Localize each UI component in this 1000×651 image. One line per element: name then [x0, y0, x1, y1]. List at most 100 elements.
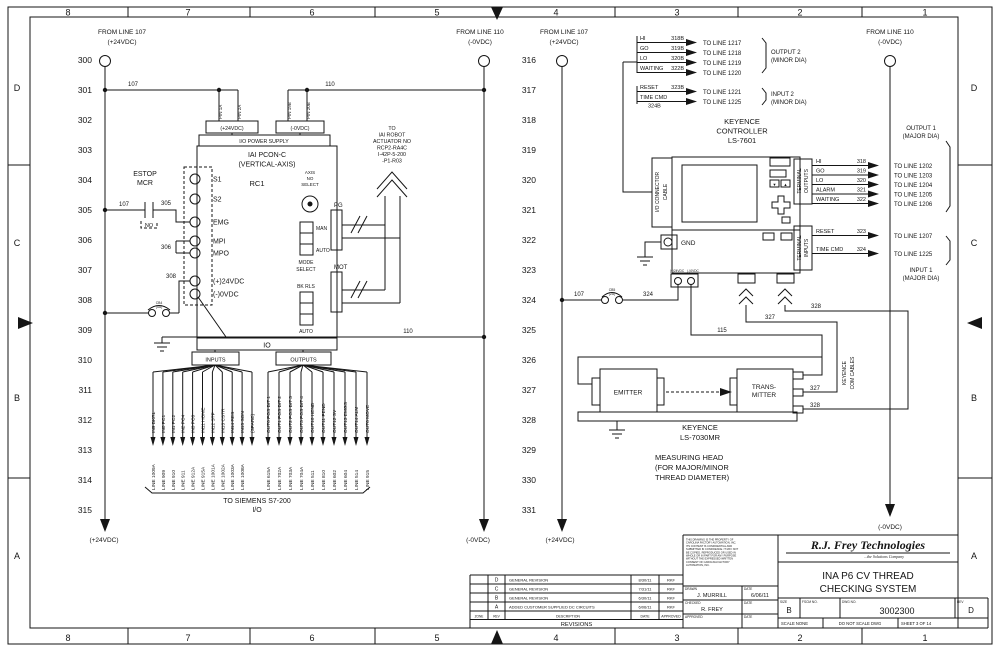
plc-input-signal: IN11 HOME — [201, 408, 207, 434]
iai-axis1: AXIS — [305, 170, 315, 175]
plc-input-line: LINE 910 — [171, 470, 177, 490]
revision-desc: GENERAL REVISION — [509, 587, 548, 592]
head-desc-0: MEASURING HEAD — [655, 453, 724, 462]
line-number-mid: 323 — [522, 265, 536, 275]
plc-output-line: LINE 704A — [299, 466, 305, 490]
line-number-mid: 326 — [522, 355, 536, 365]
keyence-output-name: WAITING — [816, 197, 839, 203]
keyence-termout-1: OUTPUTS — [804, 168, 810, 193]
right-feed-line2: (-0VDC) — [878, 39, 902, 46]
actuator-line-0: TO — [388, 126, 395, 132]
plc-input-signal: IN13 CSTR — [220, 408, 226, 433]
line-number-left: 303 — [78, 145, 92, 155]
plc-input-line: LINE 1001A — [210, 463, 216, 490]
keyence-btn-down-icon[interactable]: ▼ — [773, 182, 777, 187]
arrowhead-icon — [160, 437, 166, 446]
wire-324: 324 — [643, 292, 654, 298]
arrowhead-icon — [868, 232, 879, 239]
zone-number-bottom: 4 — [553, 633, 558, 643]
keyence-p24: (+)24VDC — [670, 269, 685, 273]
iai-pg: PG — [334, 203, 343, 209]
wire-306: 306 — [161, 245, 172, 251]
keyence-title-1: CONTROLLER — [716, 127, 768, 136]
to-line-ref: TO LINE 1225 — [894, 252, 933, 258]
line-number-left: 313 — [78, 445, 92, 455]
rev-value: D — [968, 606, 974, 615]
zone-number-top: 4 — [553, 8, 558, 18]
rev-header-zone: ZONE — [475, 614, 484, 618]
zone-number-top: 6 — [309, 8, 314, 18]
iai-n0-box: (-0VDC) — [290, 126, 309, 132]
zone-number-top: 3 — [674, 8, 679, 18]
zone-number-bottom: 7 — [185, 633, 190, 643]
arrowhead-icon — [686, 98, 697, 105]
to-line-ref: TO LINE 1206 — [894, 202, 933, 208]
keyence-termout-0: TERMINAL — [797, 168, 803, 194]
plc-output-line: LINE 604 — [343, 470, 349, 490]
rev-label: REV — [957, 600, 964, 604]
zone-number-top: 5 — [434, 8, 439, 18]
rev-header-date: DATE — [640, 614, 650, 618]
line-number-left: 315 — [78, 505, 92, 515]
arrowhead-icon — [219, 437, 225, 446]
zone-letter-right: A — [971, 551, 977, 561]
cb4-label-2: (5A) — [156, 305, 162, 309]
plc-output-line: LINE 703A — [288, 466, 294, 490]
line-number-left: 311 — [78, 385, 92, 395]
revision-desc: ADDED CUSTOMER SUPPLIED DC CIRCUITS — [509, 605, 595, 610]
wire-308: 308 — [166, 274, 177, 280]
actuator-line-3: RCP2-RA4C — [377, 146, 407, 152]
plc-input-line: LINE 909 — [161, 470, 167, 490]
zone-number-bottom: 2 — [797, 633, 802, 643]
line-number-left: 300 — [78, 55, 92, 65]
keyence-input-num: 324 — [857, 247, 866, 253]
proprietary-notice-line: WHOLE OR IN PART FOR ANY PURPOSE — [686, 554, 737, 558]
line-number-left: 301 — [78, 85, 92, 95]
dwg-number: 3002300 — [879, 606, 914, 616]
line-number-mid: 330 — [522, 475, 536, 485]
line-number-mid: 316 — [522, 55, 536, 65]
arrowhead-icon — [868, 250, 879, 257]
iai-pin2a: PIN 2A — [237, 105, 242, 119]
arrowhead-icon — [868, 190, 879, 198]
arrowhead-icon — [309, 437, 315, 446]
minor-input-num: 324B — [648, 104, 661, 110]
line-number-mid: 329 — [522, 445, 536, 455]
head-desc-2: THREAD DIAMETER) — [655, 473, 730, 482]
arrowhead-icon — [686, 39, 697, 46]
transmitter-label-1: MITTER — [752, 392, 776, 399]
plc-output-signal: OUT12 SV — [332, 409, 338, 433]
plc-output-line: LINE 810 — [321, 470, 327, 490]
line-number-mid: 317 — [522, 85, 536, 95]
keyence-btn-up-icon[interactable]: ▲ — [784, 182, 788, 187]
plc-output-signal: OUT14 ALM — [354, 407, 360, 433]
arrowhead-icon — [868, 171, 879, 179]
rev-header-rev: REV — [493, 614, 500, 618]
line-number-left: 307 — [78, 265, 92, 275]
wire-328-top: 328 — [811, 304, 822, 310]
iai-mode2: SELECT — [296, 267, 315, 273]
keyence-output-name: ALARM — [816, 188, 835, 194]
to-line-ref: TO LINE 1221 — [703, 90, 742, 96]
plc-input-signal: (SPARE) — [250, 413, 256, 433]
actuator-line-2: ACTUATOR NO — [373, 139, 411, 145]
to-line-ref: TO LINE 1202 — [894, 164, 933, 170]
emitter-label: EMITTER — [614, 390, 643, 397]
line-number-mid: 327 — [522, 385, 536, 395]
line-number-mid: 328 — [522, 415, 536, 425]
dwg-label: DWG NO. — [842, 600, 856, 604]
plc-output-signal: OUT0 POS BIT 1 — [266, 396, 272, 433]
fscm-label: FSCM NO. — [802, 600, 818, 604]
mid0-feed-line1: FROM LINE 110 — [456, 29, 504, 36]
arrowhead-icon — [170, 437, 176, 446]
keyence-cable-0: I/O CONNECTOR — [655, 172, 661, 213]
actuator-line-4: I-42P-5-200 — [378, 152, 406, 158]
proprietary-notice-line: CONSENT OF CAROLINA FACTORY — [686, 560, 730, 564]
siemens-dest-1: TO SIEMENS S7-200 — [223, 498, 291, 505]
mid0-rail-bottom-label: (-0VDC) — [466, 537, 490, 544]
plc-input-line: LINE 912A — [191, 466, 197, 490]
line-number-left: 310 — [78, 355, 92, 365]
wire — [267, 364, 304, 373]
